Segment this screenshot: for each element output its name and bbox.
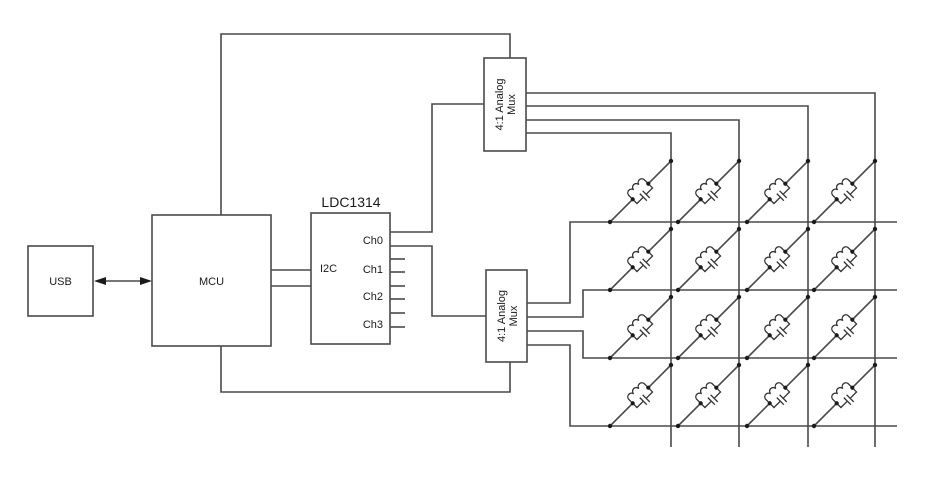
mux-top-block: 4:1 Analog Mux <box>483 57 527 152</box>
junction-dot <box>675 423 681 429</box>
lc-tank-icon <box>826 377 861 412</box>
row-line <box>527 330 897 359</box>
junction-dot <box>872 294 878 300</box>
lc-sensor-array <box>526 92 897 447</box>
junction-dot <box>744 287 750 293</box>
mux-top-label-2: Mux <box>506 94 518 115</box>
lc-tank-icon <box>826 173 861 208</box>
junction-dot <box>675 287 681 293</box>
mux-bottom-block: 4:1 Analog Mux <box>485 269 528 363</box>
junction-dot <box>872 226 878 232</box>
junction-dot <box>872 158 878 164</box>
junction-dot <box>675 219 681 225</box>
ldc1314-block: LDC1314 I2C Ch0 Ch1 Ch2 Ch3 <box>310 194 405 345</box>
junction-dot <box>744 423 750 429</box>
junction-dot <box>668 362 674 368</box>
junction-dot <box>811 219 817 225</box>
junction-dot <box>811 355 817 361</box>
junction-dot <box>607 423 613 429</box>
mux-bottom-label-2: Mux <box>508 305 520 326</box>
junction-dot <box>744 219 750 225</box>
row-line <box>527 221 897 304</box>
lc-tank-icon <box>690 241 725 276</box>
lc-tank-icon <box>622 173 657 208</box>
junction-dot <box>736 158 742 164</box>
junction-dot <box>811 287 817 293</box>
junction-dot <box>736 294 742 300</box>
column-line <box>526 92 876 447</box>
junction-dot <box>607 219 613 225</box>
lc-tank-icon <box>759 241 794 276</box>
lc-tank-icon <box>826 309 861 344</box>
lc-tank-icon <box>759 309 794 344</box>
row-line <box>527 344 897 427</box>
lc-tank-icon <box>622 241 657 276</box>
lc-tank-icon <box>622 377 657 412</box>
i2c-bus <box>271 269 311 287</box>
junction-dot <box>607 287 613 293</box>
lc-tank-icon <box>690 173 725 208</box>
junction-dot <box>805 294 811 300</box>
i2c-label: I2C <box>320 263 337 275</box>
ldc1314-title: LDC1314 <box>321 194 380 210</box>
ch0-label: Ch0 <box>363 235 383 247</box>
ch0-wires <box>390 103 486 317</box>
junction-dot <box>668 158 674 164</box>
mux-top-label-1: 4:1 Analog <box>494 79 506 131</box>
column-line <box>526 132 672 447</box>
column-line <box>526 105 809 447</box>
junction-dot <box>811 423 817 429</box>
junction-dot <box>744 355 750 361</box>
lc-tank-icon <box>759 377 794 412</box>
junction-dot <box>607 355 613 361</box>
mcu-label: MCU <box>199 276 224 288</box>
junction-dot <box>736 226 742 232</box>
junction-dot <box>805 226 811 232</box>
ch2-label: Ch2 <box>363 291 383 303</box>
ch3-label: Ch3 <box>363 319 383 331</box>
lc-tank-icon <box>759 173 794 208</box>
usb-block: USB <box>27 245 94 317</box>
junction-dot <box>668 294 674 300</box>
mcu-block: MCU <box>151 214 272 347</box>
mux-bottom-label-1: 4:1 Analog <box>496 290 508 342</box>
junction-dot <box>872 362 878 368</box>
junction-dot <box>736 362 742 368</box>
column-line <box>526 119 740 447</box>
lc-tank-icon <box>826 241 861 276</box>
junction-dot <box>805 158 811 164</box>
junction-dot <box>805 362 811 368</box>
usb-mcu-arrow <box>94 277 152 285</box>
junction-dot <box>675 355 681 361</box>
lc-tank-icon <box>690 309 725 344</box>
ch1-label: Ch1 <box>363 264 383 276</box>
mux-select-wires <box>220 33 511 393</box>
junction-dot <box>668 226 674 232</box>
lc-tank-icon <box>622 309 657 344</box>
row-line <box>527 289 897 318</box>
lc-tank-icon <box>690 377 725 412</box>
usb-label: USB <box>49 276 72 288</box>
